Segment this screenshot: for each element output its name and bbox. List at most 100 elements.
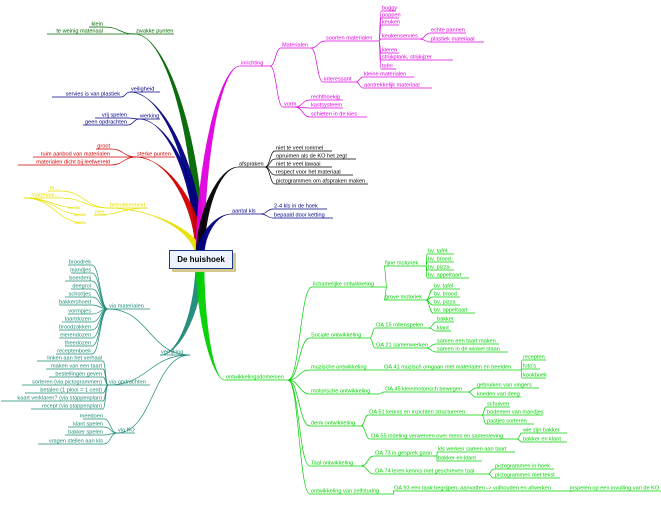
topic-oa93[interactable]: OA 93 een taak begrijpen, aanvatten -> v… bbox=[394, 485, 551, 491]
topic-m41c[interactable]: kookboek bbox=[523, 372, 547, 378]
topic-gm1[interactable]: bv. tafel bbox=[434, 283, 453, 289]
topic-vo5[interactable]: betalen (1 plooi = 1 cent) bbox=[40, 387, 102, 393]
topic-vm11[interactable]: theedozen bbox=[65, 340, 91, 346]
topic-o21a[interactable]: samen een taart maken bbox=[437, 338, 496, 344]
topic-vo3[interactable]: bestellingen geven bbox=[55, 371, 102, 377]
topic-oa74[interactable]: OA 74 leren kennis met geschreven taal bbox=[375, 468, 474, 474]
topic-oa41[interactable]: OA 41 muzisch omgaan met materialen en b… bbox=[384, 364, 511, 370]
topic-af3[interactable]: niet te veel lawaai bbox=[276, 161, 320, 167]
topic-viaKo[interactable]: via KO bbox=[118, 427, 135, 433]
topic-oa55[interactable]: OA 55 indeling verwerven over mens en sa… bbox=[371, 433, 503, 439]
topic-vm4[interactable]: deegrol bbox=[72, 283, 91, 289]
topic-vk2[interactable]: klant spelen bbox=[73, 421, 103, 427]
topic-mot[interactable]: motorische ontwikkeling bbox=[311, 388, 370, 394]
topic-zw2[interactable]: te weinig materiaal bbox=[56, 28, 103, 34]
topic-ontw[interactable]: ontwikkelingsdomeinen bbox=[226, 374, 284, 380]
topic-vm6[interactable]: bakkershoed bbox=[59, 299, 91, 305]
topic-af4[interactable]: respect voor het materiaal bbox=[276, 169, 341, 175]
topic-poppen[interactable]: poppen bbox=[382, 12, 401, 18]
topic-t74b[interactable]: pictogrammen met tekst bbox=[495, 472, 555, 478]
topic-t74a[interactable]: pictogrammen in hoek bbox=[495, 463, 550, 469]
topic-vh1[interactable]: servies is van plastiek bbox=[66, 91, 121, 97]
topic-bt5[interactable]: ... bbox=[80, 209, 85, 215]
topic-bt3[interactable]: materiaal... bbox=[31, 192, 59, 198]
topic-oa73[interactable]: OA 73 in gesprek gaan bbox=[375, 450, 432, 456]
topic-rechthoekig[interactable]: rechthoekig bbox=[311, 94, 340, 100]
topic-zwakke[interactable]: zwakke punten bbox=[136, 28, 173, 34]
topic-strijk[interactable]: strijkplank, strijkijzer bbox=[382, 54, 432, 60]
topic-gm2[interactable]: bv. brood bbox=[434, 291, 457, 297]
topic-keukenservies[interactable]: keukenservies bbox=[382, 33, 418, 39]
topic-bt6[interactable]: ... bbox=[80, 217, 85, 223]
topic-fijne[interactable]: fijne motoriek bbox=[385, 260, 418, 266]
topic-interessant[interactable]: interessant bbox=[324, 76, 352, 82]
central-topic[interactable]: De huishoek bbox=[169, 250, 233, 269]
topic-st3[interactable]: materialen dicht bij leefwereld bbox=[36, 159, 110, 165]
topic-vorm[interactable]: vorm bbox=[284, 101, 297, 107]
topic-m45b[interactable]: kneden van deeg bbox=[477, 391, 520, 397]
topic-aantal[interactable]: aantal kls bbox=[232, 208, 256, 214]
topic-t73a[interactable]: kls werken samen aan taart bbox=[438, 446, 507, 452]
topic-aantrek[interactable]: aantrekkelijk materiaal bbox=[364, 82, 420, 88]
topic-d55a[interactable]: wie zijn bakker bbox=[522, 427, 560, 433]
topic-oa51[interactable]: OA 51 kennis en inzichten structureren bbox=[369, 409, 465, 415]
topic-d51b[interactable]: bodemen van mandjes bbox=[487, 409, 544, 415]
topic-kleine[interactable]: kleine materialen bbox=[364, 71, 406, 77]
topic-zelf[interactable]: ontwikkeling van zelfsturing bbox=[311, 488, 379, 494]
topic-st1[interactable]: groot bbox=[97, 143, 110, 149]
topic-buggy[interactable]: buggy bbox=[382, 5, 397, 11]
topic-schieten[interactable]: schieten in de kies bbox=[311, 111, 357, 117]
topic-sterke[interactable]: sterke punten bbox=[137, 151, 171, 157]
topic-vm3[interactable]: boerderij bbox=[69, 275, 91, 281]
topic-bt1[interactable]: m... bbox=[50, 185, 60, 191]
topic-vk4[interactable]: vragen stellen aan kls bbox=[49, 438, 103, 444]
topic-inrichting[interactable]: inrichting bbox=[241, 60, 263, 66]
topic-den[interactable]: denk ontwikkeling bbox=[311, 420, 355, 426]
topic-oa15[interactable]: OA 15 rollenspelen bbox=[376, 322, 423, 328]
topic-o15b[interactable]: klant bbox=[437, 325, 449, 331]
topic-fm4[interactable]: bv. appeltaart bbox=[428, 272, 462, 278]
topic-plastiek[interactable]: plastiek materiaal bbox=[431, 36, 475, 42]
topic-vm8[interactable]: taartdozen bbox=[65, 316, 91, 322]
topic-af2[interactable]: opruimen als de KO het zegt bbox=[276, 153, 347, 159]
topic-muz[interactable]: muzische ontwikkeling bbox=[311, 364, 367, 370]
topic-o21b[interactable]: samen in de winkel staan bbox=[437, 346, 500, 352]
topic-d55b[interactable]: bakker en klant bbox=[523, 436, 561, 442]
topic-vo2[interactable]: maken van een taart bbox=[51, 363, 102, 369]
topic-soorten[interactable]: soorten materialen bbox=[326, 35, 372, 41]
topic-vm1[interactable]: broodrek bbox=[69, 259, 91, 265]
topic-bt2[interactable]: nee bbox=[95, 209, 104, 215]
topic-oa45[interactable]: OA 45 kleinmotorisch bewegen bbox=[385, 386, 462, 392]
topic-vo6[interactable]: kaart verklaren? (via stappenplan) bbox=[17, 395, 102, 401]
topic-veiligheid[interactable]: veiligheid bbox=[131, 86, 154, 92]
topic-z93a[interactable]: inspelen op een invulling van de KO bbox=[570, 485, 660, 491]
topic-fm3[interactable]: bv. pizza bbox=[428, 264, 451, 270]
topic-vo1[interactable]: linken aan het verhaal bbox=[47, 355, 102, 361]
topic-gm4[interactable]: bv. appeltaart bbox=[434, 307, 468, 313]
topic-wk1[interactable]: vrij spelen bbox=[102, 112, 127, 118]
topic-st2[interactable]: ruim aanbod van materialen bbox=[41, 151, 110, 157]
topic-d51a[interactable]: schuiven bbox=[487, 401, 509, 407]
topic-bt4[interactable]: ... bbox=[74, 202, 79, 208]
topic-m45a[interactable]: gebruiken van vingers bbox=[477, 382, 532, 388]
topic-vm12[interactable]: receptenboek bbox=[57, 348, 91, 354]
topic-vk1[interactable]: meedoen bbox=[80, 413, 103, 419]
topic-vm10[interactable]: eierendozen bbox=[60, 332, 91, 338]
topic-an2[interactable]: bepaald door ketting bbox=[274, 212, 325, 218]
topic-vm5[interactable]: schortjes bbox=[69, 291, 92, 297]
topic-af5[interactable]: pictogrammen om afspraken maken bbox=[276, 178, 365, 184]
topic-vm7[interactable]: vormpjes bbox=[68, 308, 91, 314]
topic-werking[interactable]: werking bbox=[139, 113, 159, 119]
topic-fm2[interactable]: bv. brood bbox=[428, 256, 451, 262]
topic-zw1[interactable]: klein bbox=[91, 21, 103, 27]
topic-an1[interactable]: 2-4 kls in de hoek bbox=[274, 203, 318, 209]
topic-vm9[interactable]: broodzakken bbox=[59, 324, 91, 330]
topic-af1[interactable]: niet te veel rommel bbox=[276, 145, 323, 151]
topic-kleren[interactable]: kleren bbox=[382, 47, 397, 53]
topic-vk3[interactable]: bakker spelen bbox=[68, 429, 103, 435]
topic-viaOpd[interactable]: via opdrachten bbox=[109, 379, 146, 385]
topic-vo4[interactable]: sorteren (via pictogrammen) bbox=[32, 379, 102, 385]
topic-grove[interactable]: grove motoriek bbox=[385, 294, 422, 300]
topic-lich[interactable]: lichamelijke ontwikkeling bbox=[313, 281, 374, 287]
topic-m41a[interactable]: recepten bbox=[523, 354, 545, 360]
